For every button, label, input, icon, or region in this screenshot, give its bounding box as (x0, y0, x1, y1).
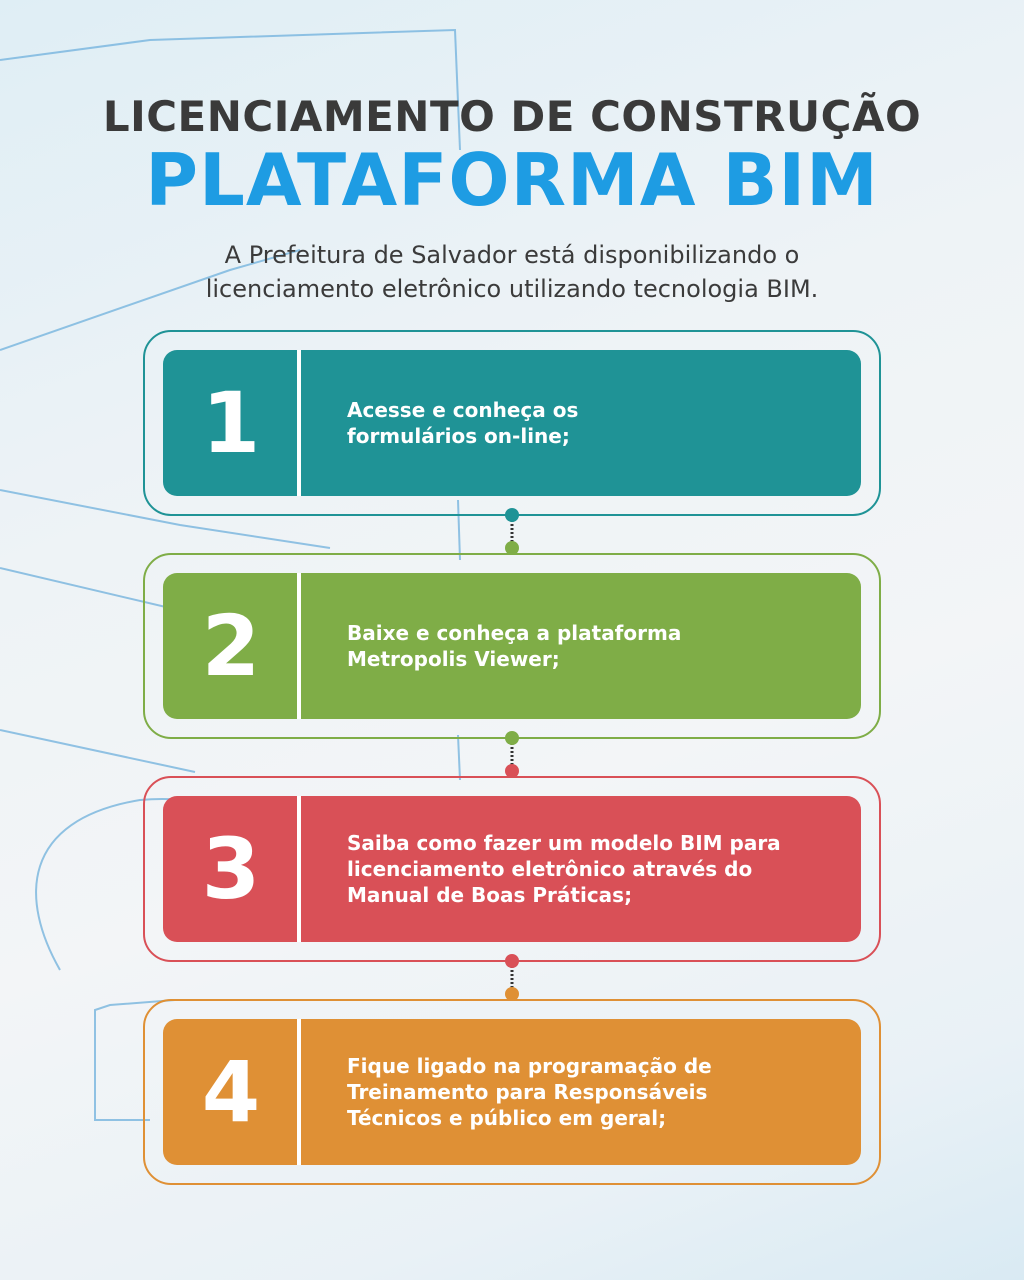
step-3-text: Saiba como fazer um modelo BIM para lice… (347, 796, 827, 942)
step-4-divider (297, 1019, 301, 1165)
title-line1: LICENCIAMENTO DE CONSTRUÇÃO (102, 92, 922, 141)
step-3-card: 3 Saiba como fazer um modelo BIM para li… (163, 796, 861, 942)
step-1-card: 1 Acesse e conheça os formulários on-lin… (163, 350, 861, 496)
step-4-number: 4 (201, 1043, 261, 1141)
step-2-text: Baixe e conheça a plataforma Metropolis … (347, 573, 827, 719)
step-1-label: Acesse e conheça os formulários on-line; (347, 398, 579, 448)
step-4-outline (143, 999, 881, 1185)
step-1-number: 1 (201, 374, 261, 472)
step-1-divider (297, 350, 301, 496)
step-2-card: 2 Baixe e conheça a plataforma Metropoli… (163, 573, 861, 719)
step-3-number: 3 (201, 820, 261, 918)
connector-2-3 (505, 731, 519, 778)
step-3-label: Saiba como fazer um modelo BIM para lice… (347, 831, 781, 907)
step-2-number: 2 (201, 597, 261, 695)
step-4-text: Fique ligado na programação de Treinamen… (347, 1019, 827, 1165)
connector-1-2 (505, 508, 519, 555)
title-line2: PLATAFORMA BIM (145, 138, 879, 222)
step-1-text: Acesse e conheça os formulários on-line; (347, 350, 827, 496)
step-2-divider (297, 573, 301, 719)
step-4-card: 4 Fique ligado na programação de Treinam… (163, 1019, 861, 1165)
connector-3-4 (505, 954, 519, 1001)
step-2-label: Baixe e conheça a plataforma Metropolis … (347, 621, 682, 671)
subtitle: A Prefeitura de Salvador está disponibil… (205, 241, 819, 303)
step-3-divider (297, 796, 301, 942)
step-4-label: Fique ligado na programação de Treinamen… (347, 1054, 712, 1130)
